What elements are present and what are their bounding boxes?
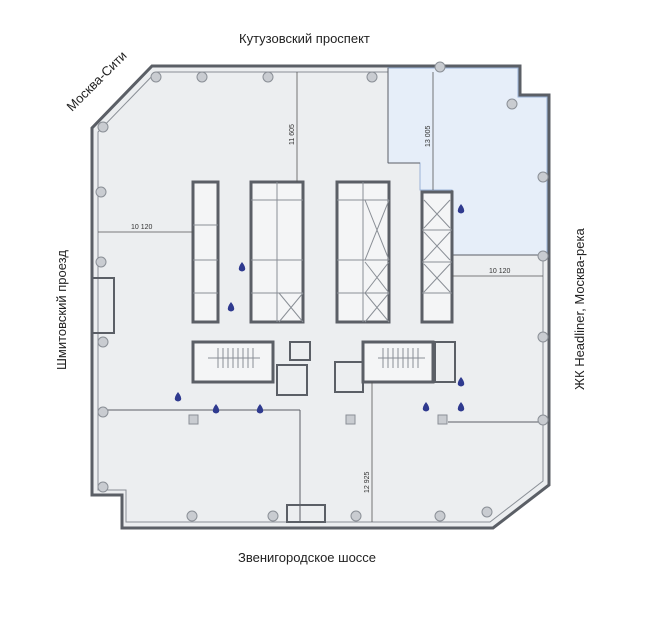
water-drop-icon [212, 404, 220, 414]
dim-top-right: 13 005 [425, 125, 432, 147]
stair-treads [208, 348, 425, 368]
water-drop-icon [457, 377, 465, 387]
water-drop-icon [422, 402, 430, 412]
dim-right: 10 120 [489, 268, 511, 275]
water-drop-icon [457, 204, 465, 214]
street-bottom: Звенигородское шоссе [238, 550, 376, 565]
water-drop-icon [174, 392, 182, 402]
dim-left: 10 120 [131, 224, 153, 231]
dim-top-left: 11 605 [289, 124, 296, 145]
water-drop-icon [256, 404, 264, 414]
water-drop-icon [457, 402, 465, 412]
dim-bottom: 12 925 [364, 471, 371, 493]
lobby-rooms [91, 277, 456, 523]
columns [95, 61, 549, 522]
dimension-labels: 11 605 13 005 10 120 10 120 12 925 [131, 124, 511, 493]
water-drop-icons [174, 204, 465, 414]
water-drop-icon [227, 302, 235, 312]
water-drop-icon [238, 262, 246, 272]
street-top: Кутузовский проспект [239, 31, 370, 46]
street-left: Шмитовский проезд [54, 250, 69, 370]
square-columns [188, 414, 448, 425]
dimension-lines [98, 72, 543, 522]
street-right: ЖК Headliner, Москва-река [572, 228, 587, 390]
elevator-shafts [278, 199, 451, 323]
core-dividers [193, 182, 452, 322]
